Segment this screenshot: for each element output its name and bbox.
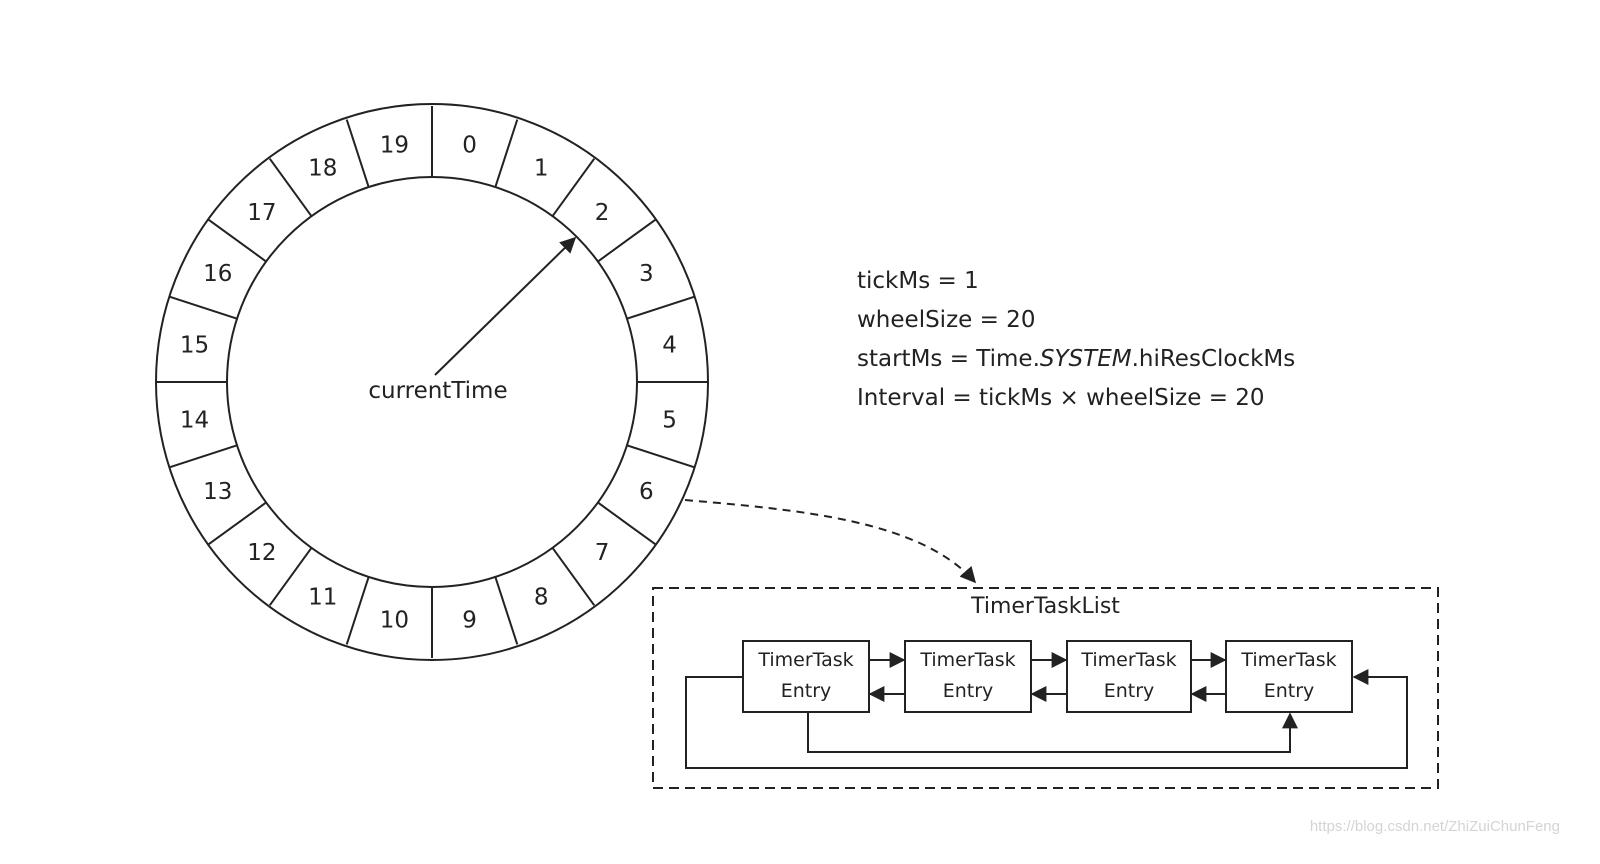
entry-line1: TimerTask: [1081, 649, 1177, 671]
entry-line2: Entry: [942, 680, 994, 702]
interval-suffix: wheelSize = 20: [1078, 385, 1265, 411]
slot-to-list-dashed-arrow: [684, 499, 977, 584]
entry-line1: TimerTask: [920, 649, 1016, 671]
slot-divider: [208, 501, 267, 546]
start-ms-suffix: .hiResClockMs: [1131, 346, 1296, 372]
wheel-parameters: tickMs = 1 wheelSize = 20 startMs = Time…: [857, 262, 1295, 418]
slot-label: 6: [639, 479, 654, 505]
slot-label: 14: [180, 408, 209, 434]
slot-divider: [551, 158, 596, 217]
slot-divider: [597, 501, 656, 546]
slot-label: 13: [203, 479, 232, 505]
slot-divider: [268, 547, 313, 606]
slot-label: 15: [180, 332, 209, 358]
slot-divider: [494, 576, 519, 645]
slot-label: 16: [203, 261, 232, 287]
timer-task-entry-box: [1066, 640, 1192, 713]
slot-label: 2: [595, 200, 610, 226]
start-ms-prefix: startMs = Time.: [857, 346, 1040, 372]
interval-prefix: Interval = tickMs: [857, 385, 1060, 411]
entry-line2: Entry: [780, 680, 832, 702]
slot-divider: [597, 218, 656, 263]
slot-divider: [169, 295, 238, 320]
timer-task-entry-box: [1225, 640, 1353, 713]
slot-label: 5: [662, 408, 677, 434]
timing-wheel: 012345678910111213141516171819currentTim…: [155, 103, 709, 661]
slot-label: 17: [247, 200, 276, 226]
slot-label: 7: [595, 540, 610, 566]
current-time-pointer: [434, 236, 577, 376]
slot-divider: [208, 218, 267, 263]
entry-line1: TimerTask: [1241, 649, 1337, 671]
slot-divider: [551, 547, 596, 606]
slot-divider: [626, 295, 695, 320]
slot-label: 0: [462, 132, 477, 158]
slot-divider: [169, 444, 238, 469]
slot-divider: [494, 119, 519, 188]
start-ms-system: SYSTEM: [1039, 346, 1132, 372]
entry-line2: Entry: [1103, 680, 1155, 702]
slot-label: 3: [639, 261, 654, 287]
interval-param: Interval = tickMs × wheelSize = 20: [857, 379, 1295, 418]
timer-task-list-title: TimerTaskList: [971, 594, 1120, 619]
slot-label: 8: [534, 584, 549, 610]
entry-line1: TimerTask: [758, 649, 854, 671]
tick-ms-param: tickMs = 1: [857, 268, 979, 294]
timer-task-list-box: [652, 587, 1439, 789]
loop-line-outer: [685, 669, 1408, 769]
timer-task-entry-box: [904, 640, 1032, 713]
current-time-label: currentTime: [368, 378, 507, 404]
slot-label: 19: [380, 132, 409, 158]
entry-line2: Entry: [1263, 680, 1315, 702]
slot-label: 9: [462, 608, 477, 634]
slot-label: 11: [308, 584, 337, 610]
start-ms-param: startMs = Time.SYSTEM.hiResClockMs: [857, 340, 1295, 379]
loop-line-inner: [807, 712, 1298, 753]
slot-divider: [268, 158, 313, 217]
slot-label: 18: [308, 156, 337, 182]
slot-label: 1: [534, 156, 549, 182]
slot-label: 10: [380, 608, 409, 634]
wheel-size-param: wheelSize = 20: [857, 307, 1036, 333]
times-sign: ×: [1059, 385, 1079, 411]
slot-label: 12: [247, 540, 276, 566]
watermark: https://blog.csdn.net/ZhiZuiChunFeng: [1309, 818, 1560, 835]
slot-divider: [345, 119, 370, 188]
slot-divider: [626, 444, 695, 469]
slot-label: 4: [662, 332, 677, 358]
slot-divider: [345, 576, 370, 645]
timer-task-entry-box: [742, 640, 870, 713]
